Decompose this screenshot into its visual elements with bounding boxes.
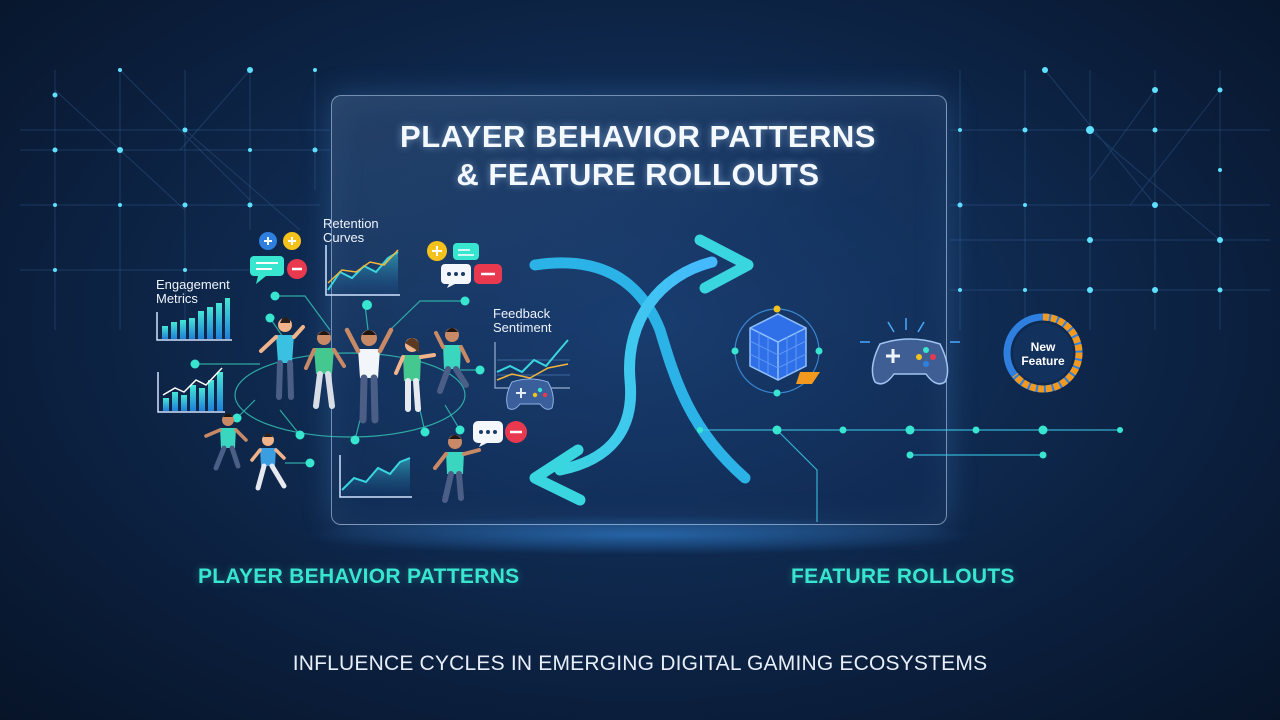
label-line: Curves — [323, 230, 365, 245]
network-nodes — [52, 67, 1223, 293]
chat-bubble-icon — [250, 256, 284, 284]
footer-caption: INFLUENCE CYCLES IN EMERGING DIGITAL GAM… — [292, 652, 988, 675]
plus-badge-icon — [259, 232, 277, 250]
badge-line-1: New — [1030, 340, 1056, 354]
retention-line-chart-icon — [325, 245, 400, 296]
label-line: Metrics — [156, 291, 198, 306]
player-network-lines — [195, 295, 480, 464]
plus-badge-icon — [283, 232, 301, 250]
person-icon — [344, 327, 394, 424]
new-feature-badge-text: New Feature — [1013, 340, 1073, 368]
person-icon — [394, 338, 436, 412]
minus-badge-icon — [505, 421, 527, 443]
chat-bubble-icon — [473, 421, 503, 447]
cycle-arrows-icon — [529, 234, 754, 506]
gamepad-icon — [860, 318, 960, 385]
section-label-feature-rollouts: FEATURE ROLLOUTS — [791, 565, 1015, 588]
retention-curves-label: Retention Curves — [323, 217, 379, 245]
trend-area-chart-icon — [339, 455, 412, 498]
activity-bar-chart-icon — [157, 367, 225, 413]
minus-badge-icon — [287, 259, 307, 279]
person-icon — [304, 331, 346, 409]
badge-line-2: Feature — [1021, 354, 1065, 368]
engagement-bar-chart-icon — [156, 298, 232, 341]
label-line: Engagement — [156, 277, 230, 292]
person-icon — [250, 433, 287, 491]
label-line: Retention — [323, 216, 379, 231]
label-line: Feedback — [493, 306, 551, 321]
chat-bubble-icon — [453, 243, 479, 260]
label-line: Sentiment — [493, 320, 552, 335]
rollout-network-nodes — [697, 425, 1123, 459]
feedback-sentiment-label: Feedback Sentiment — [493, 307, 552, 335]
rollout-network-lines — [700, 429, 1120, 522]
page-title: PLAYER BEHAVIOR PATTERNS & FEATURE ROLLO… — [331, 118, 945, 194]
section-label-player-behavior: PLAYER BEHAVIOR PATTERNS — [198, 565, 520, 588]
panel-glow — [300, 515, 980, 555]
person-icon — [259, 317, 305, 400]
title-line-2: & FEATURE ROLLOUTS — [456, 157, 820, 192]
chat-bubble-icon — [441, 264, 471, 288]
minus-badge-icon — [474, 264, 502, 284]
person-icon — [204, 413, 248, 471]
gamepad-icon — [506, 378, 554, 410]
title-line-1: PLAYER BEHAVIOR PATTERNS — [400, 119, 876, 154]
person-icon — [433, 435, 481, 503]
player-network-nodes — [190, 291, 485, 468]
person-icon — [434, 328, 470, 394]
new-feature-badge-icon — [1003, 313, 1083, 393]
plus-badge-icon — [427, 241, 447, 261]
engagement-metrics-label: Engagement Metrics — [156, 278, 230, 306]
cube-icon — [731, 305, 823, 397]
